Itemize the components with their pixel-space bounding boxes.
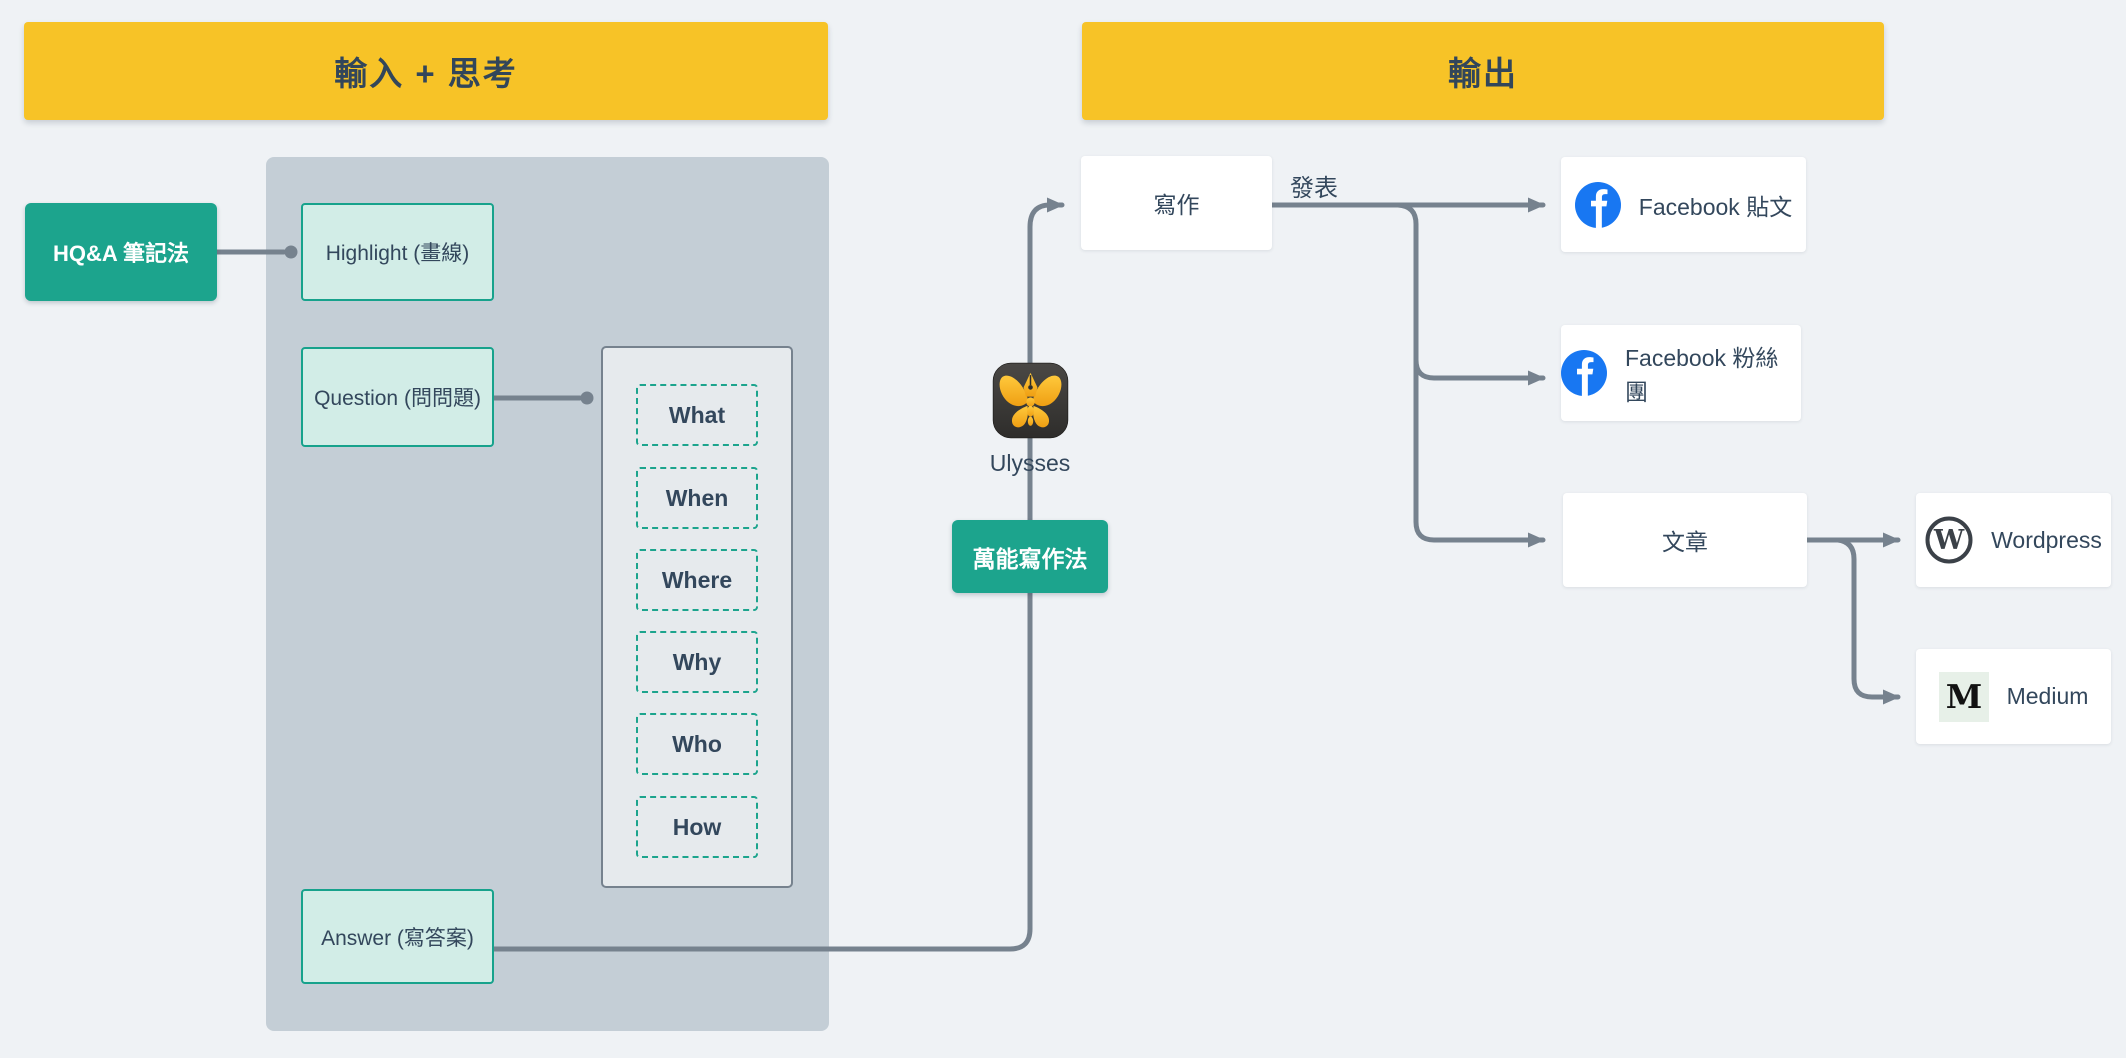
question-when-node: When [636,467,758,529]
highlight-step-node: Highlight (畫線) [301,203,494,301]
question-where-node: Where [636,549,758,611]
article-node: 文章 [1563,493,1807,587]
medium-icon: M [1938,671,1989,722]
edge-branch-to-facebook-group [1413,357,1546,386]
publish-edge-label: 發表 [1290,175,1338,202]
writing-node: 寫作 [1081,156,1272,250]
question-step-node: Question (問問題) [301,347,494,447]
input-section-banner: 輸入 + 思考 [24,22,828,120]
wordpress-label: Wordpress [1991,526,2102,553]
svg-text:M: M [1945,677,1982,716]
ulysses-app-label: Ulysses [989,450,1071,476]
ulysses-app-icon [992,362,1069,439]
facebook-post-node: Facebook 貼文 [1561,157,1806,252]
question-what-node: What [636,384,758,446]
edge-article-to-medium [1835,537,1901,705]
svg-text:W: W [1933,525,1965,556]
wordpress-icon: W [1925,516,1973,564]
medium-node: M Medium [1916,649,2111,744]
wordpress-node: W Wordpress [1916,493,2111,587]
facebook-group-label: Facebook 粉絲團 [1625,345,1779,405]
edge-branch-to-article [1395,202,1546,548]
answer-step-node: Answer (寫答案) [301,889,494,984]
output-section-banner: 輸出 [1082,22,1884,120]
facebook-group-node: Facebook 粉絲團 [1561,325,1801,421]
facebook-icon [1574,181,1621,228]
question-who-node: Who [636,713,758,775]
facebook-post-label: Facebook 貼文 [1638,193,1793,220]
medium-label: Medium [2006,683,2089,709]
facebook-icon [1561,350,1607,396]
question-why-node: Why [636,631,758,693]
universal-writing-method-node: 萬能寫作法 [952,520,1108,593]
hqa-method-node: HQ&A 筆記法 [25,203,217,301]
question-how-node: How [636,796,758,858]
